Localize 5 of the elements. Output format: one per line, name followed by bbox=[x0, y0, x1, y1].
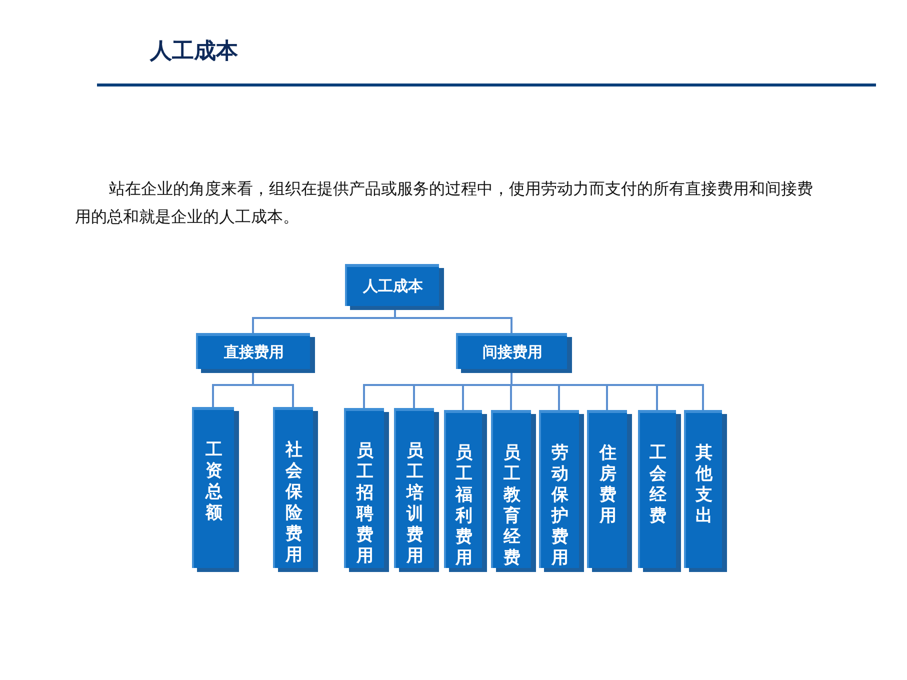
page-title: 人工成本 bbox=[150, 38, 238, 66]
connector-line bbox=[394, 310, 512, 333]
connector-line bbox=[252, 373, 294, 407]
connector-line bbox=[510, 373, 704, 410]
intro-paragraph: 站在企业的角度来看，组织在提供产品或服务的过程中，使用劳动力而支付的所有直接费用和间接费用的总和就是企业的人工成本。 bbox=[75, 178, 814, 228]
